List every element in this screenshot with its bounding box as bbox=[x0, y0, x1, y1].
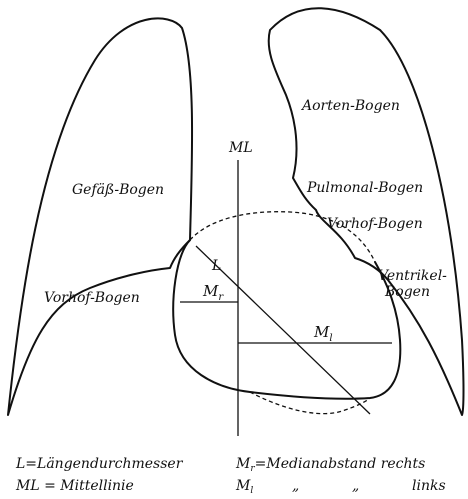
legend-l-definition: L=Längendurchmesser bbox=[15, 456, 184, 472]
label-vorhof-bogen-left: Vorhof-Bogen bbox=[44, 290, 140, 306]
label-ml: ML bbox=[228, 140, 253, 156]
label-l: L bbox=[211, 258, 221, 274]
label-pulmonal-bogen: Pulmonal-Bogen bbox=[306, 180, 423, 196]
label-vorhof-bogen-right: Vorhof-Bogen bbox=[327, 216, 423, 232]
label-m-r: Mr bbox=[202, 282, 224, 303]
legend-ml2-definition: Ml bbox=[235, 478, 253, 496]
legend-ditto-2: „ bbox=[352, 478, 359, 494]
heart-outline-dashed-lower bbox=[250, 392, 370, 414]
long-diameter-l bbox=[196, 246, 370, 414]
left-lung-outline bbox=[8, 18, 192, 415]
label-gefaess-bogen: Gefäß-Bogen bbox=[72, 182, 164, 198]
label-ventrikel-bogen-line2: Bogen bbox=[384, 284, 430, 300]
legend-links: links bbox=[412, 478, 446, 494]
label-m-l: Ml bbox=[313, 323, 333, 344]
right-lung-outline bbox=[269, 8, 464, 415]
legend-ditto-1: „ bbox=[292, 478, 299, 494]
legend-ml-definition: ML = Mittellinie bbox=[15, 478, 134, 494]
label-ventrikel-bogen-line1: Ventrikel- bbox=[378, 268, 447, 284]
legend-mr-definition: Mr=Medianabstand rechts bbox=[235, 456, 425, 474]
label-aorten-bogen: Aorten-Bogen bbox=[300, 98, 400, 114]
heart-outline-solid bbox=[173, 240, 400, 399]
